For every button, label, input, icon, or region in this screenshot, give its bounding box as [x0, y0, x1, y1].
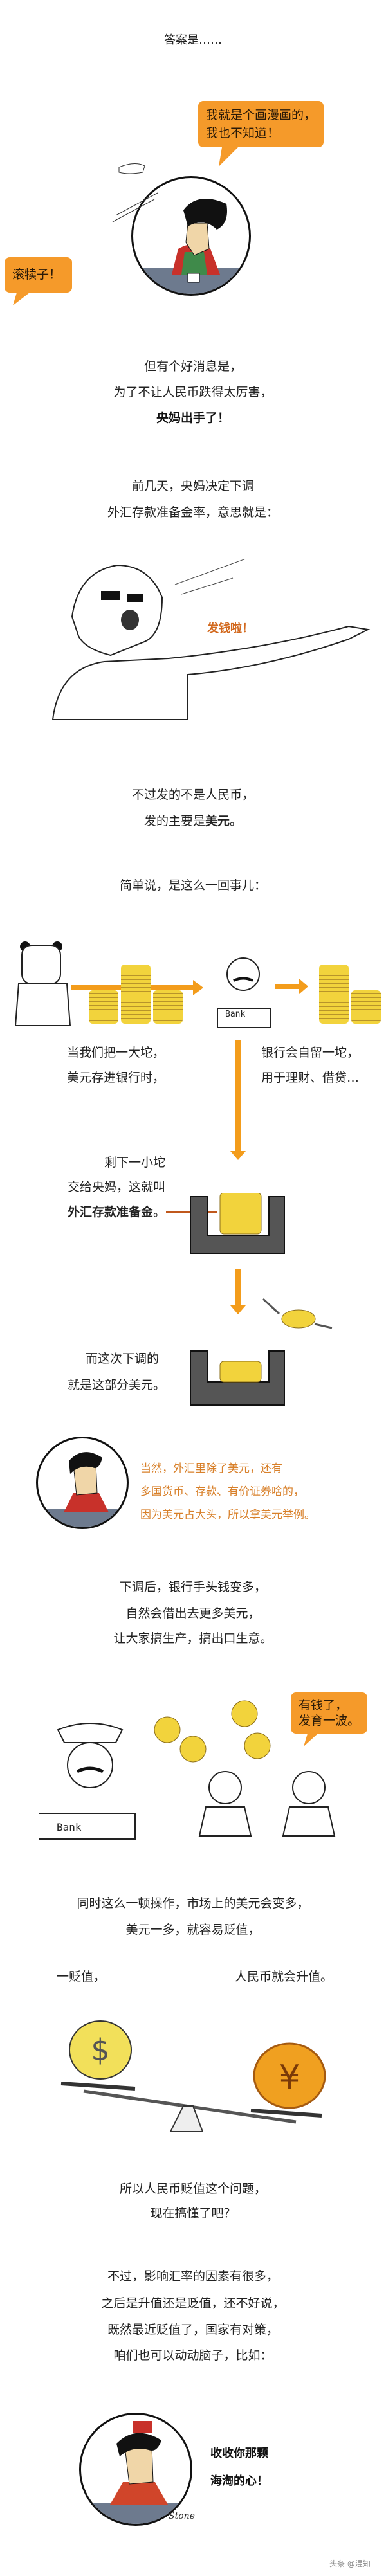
arrowhead-icon	[299, 979, 308, 994]
text: 发的主要是	[143, 814, 205, 828]
decision-line: 外汇存款准备金率，意思就是：	[107, 505, 279, 520]
banker-figure-icon	[217, 957, 271, 1028]
thrown-shoe-icon	[112, 163, 158, 222]
note-line: 因为美元占大头，所以拿美元举例。	[140, 1509, 315, 1521]
arrowhead-icon	[193, 980, 203, 995]
remain-line: 交给央妈，这就叫	[67, 1180, 165, 1194]
coin-stack-icon	[153, 990, 183, 1024]
factors-line: 不过，影响汇率的因素有很多，	[107, 2269, 279, 2283]
grandma-pointing-illustration	[51, 559, 371, 720]
factors-line: 既然最近贬值了，国家有对策，	[107, 2323, 279, 2337]
coin-stack-icon	[319, 965, 349, 1024]
good-news-line: 但有个好消息是，	[143, 359, 242, 374]
simply-text: 简单说，是这么一回事儿：	[119, 878, 266, 893]
coin-stack-icon	[89, 990, 118, 1024]
deposit-line: 美元存进银行时，	[66, 1071, 165, 1085]
coin-stacks	[319, 965, 381, 1029]
artist-portrait-small	[36, 1437, 129, 1529]
ending-line: 收收你那颗	[210, 2447, 268, 2460]
ending-line: 海淘的心！	[210, 2474, 268, 2488]
bank-keep-line: 用于理财、借贷…	[261, 1071, 360, 1085]
factors-line: 之后是升值还是贬值，还不好说，	[101, 2296, 285, 2310]
note-text: 当然，外汇里除了美元，还有 多国货币、存款、有价证券啥的， 因为美元占大头，所以…	[140, 1457, 315, 1527]
artist-figure-icon	[81, 2421, 190, 2524]
good-news-bold: 央妈出手了！	[156, 411, 230, 425]
speech-bubble-artist: 我就是个画漫画的， 我也不知道！	[198, 101, 324, 147]
deposit-line: 当我们把一大坨，	[66, 1046, 165, 1060]
text: 。	[230, 814, 243, 828]
market-line: 同时这么一顿操作，市场上的美元会变多，	[77, 1896, 309, 1910]
yuan-coin-icon	[253, 2042, 326, 2109]
arrow-down-icon	[235, 1040, 241, 1153]
bubble-text: 滚犊子！	[12, 268, 62, 282]
usd-bold: 美元	[205, 814, 230, 828]
arrow-down-icon	[235, 1269, 241, 1307]
arrowhead-icon	[230, 1305, 246, 1314]
lowered-line: 就是这部分美元。	[67, 1378, 165, 1392]
intro-text: 答案是……	[164, 33, 222, 47]
svg-text:$: $	[91, 2033, 109, 2067]
bank-label: Bank	[57, 1821, 82, 1833]
bubble-line: 发育一波。	[299, 1714, 360, 1728]
reserve-bold: 外汇存款准备金	[67, 1205, 153, 1219]
dollar-coin-icon	[69, 2020, 132, 2080]
speech-bubble-rich: 有钱了， 发育一波。	[291, 1692, 368, 1734]
svg-text:¥: ¥	[279, 2058, 300, 2097]
good-news-line: 为了不让人民币跌得太厉害，	[113, 385, 273, 399]
not-rmb-line: 发的主要是美元。	[0, 808, 386, 834]
depositor-figure-icon	[14, 941, 71, 1026]
bank-label: Bank	[225, 1010, 246, 1019]
watermark: 头条 @混知	[329, 2559, 371, 2568]
market-line: 美元一多，就容易贬值，	[125, 1923, 261, 1937]
bubble-tail-icon	[219, 147, 238, 167]
grandma-shout: 发钱啦！	[207, 622, 253, 635]
reserve-term: 外汇存款准备金。	[26, 1199, 165, 1225]
after-line: 自然会借出去更多美元，	[125, 1606, 261, 1620]
bubble-tail-icon	[13, 293, 30, 305]
remain-line: 剩下一小坨	[104, 1156, 165, 1170]
bubble-line: 我也不知道！	[206, 126, 280, 140]
depreciate-text: 一贬值，	[57, 1970, 106, 1984]
note-line: 当然，外汇里除了美元，还有	[140, 1462, 282, 1475]
bubble-line: 我就是个画漫画的，	[206, 108, 317, 122]
bank-keep-line: 银行会自留一坨，	[261, 1046, 360, 1060]
understood-line: 现在搞懂了吧？	[150, 2206, 236, 2220]
coin-stack-icon	[121, 965, 151, 1024]
signature: Stone	[169, 2511, 195, 2521]
after-line: 下调后，银行手头钱变多，	[119, 1580, 266, 1594]
arrow-right-icon	[275, 984, 300, 989]
speech-bubble-shout: 滚犊子！	[5, 257, 72, 293]
coin-stack-icon	[351, 990, 381, 1024]
reserve-box-low-icon	[190, 1350, 285, 1406]
understood-line: 所以人民币贬值这个问题，	[119, 2182, 266, 2196]
currency-scale-illustration: $ ¥	[60, 2020, 326, 2132]
bubble-line: 有钱了，	[299, 1698, 348, 1712]
factors-line: 咱们也可以动动脑子，比如：	[113, 2348, 273, 2363]
appreciate-text: 人民币就会升值。	[235, 1970, 333, 1984]
arrowhead-icon	[230, 1151, 246, 1160]
note-line: 多国货币、存款、有价证券啥的，	[140, 1485, 304, 1498]
not-rmb-line: 不过发的不是人民币，	[131, 788, 254, 802]
artist-figure-icon	[38, 1452, 127, 1527]
bubble-tail-icon	[304, 1734, 318, 1746]
coin-stacks	[89, 965, 185, 1029]
after-line: 让大家搞生产，搞出口生意。	[113, 1631, 273, 1646]
bank-lending-illustration	[39, 1700, 336, 1840]
decision-line: 前几天，央妈决定下调	[131, 479, 254, 493]
text: 。	[152, 1205, 165, 1219]
lowered-line: 而这次下调的	[85, 1352, 159, 1366]
flying-coin-icon	[262, 1298, 333, 1329]
reserve-box-full-icon	[190, 1193, 285, 1254]
artist-portrait-ending	[79, 2413, 192, 2526]
